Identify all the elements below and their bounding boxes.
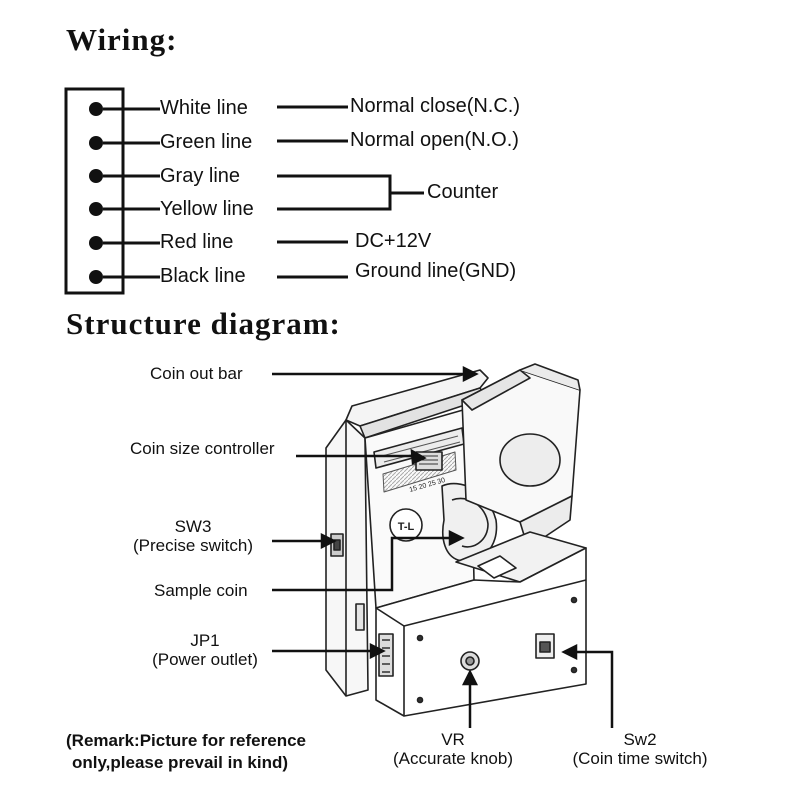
structure-heading: Structure diagram: [66,306,341,341]
jp1-connector [378,633,394,677]
pin-yellow [89,202,103,216]
counter-label: Counter [427,181,499,203]
wire-white-label: White line [160,97,248,119]
pin-black [89,270,103,284]
sample-coin-label: Sample coin [154,581,248,600]
wire-green-label: Green line [160,131,253,153]
leader-sw2 [572,650,614,728]
function-dc12v-label: DC+12V [355,230,432,252]
wire-red-label: Red line [160,231,234,253]
remark-line2: only,please prevail in kind) [72,753,289,772]
remark-line1: (Remark:Picture for reference [66,731,306,750]
wire-gray-label: Gray line [160,165,241,187]
pin-green [89,136,103,150]
wire-black-label: Black line [160,265,246,287]
function-nc-label: Normal close(N.C.) [350,95,521,117]
sensor-window [499,433,561,487]
remark-note: (Remark:Picture for reference only,pleas… [66,730,306,774]
vr-sublabel: (Accurate knob) [393,749,513,768]
coin-out-bar-label: Coin out bar [150,364,243,383]
lower-box [375,547,587,717]
vr-label: VR [441,730,465,749]
function-gnd-label: Ground line(GND) [355,260,517,282]
coin-size-controller-label: Coin size controller [130,439,275,458]
wire-yellow-label: Yellow line [160,198,254,220]
connector-block [64,87,125,295]
back-plate [325,419,369,697]
device-logo-text: T-L [398,521,415,533]
jp1-label-group: JP1 (Power outlet) [138,631,272,669]
sw2-label-group: Sw2 (Coin time switch) [552,730,728,768]
sw2-label: Sw2 [623,730,657,749]
jp1-label: JP1 [190,631,220,650]
pin-gray [89,169,103,183]
sw3-label-group: SW3 (Precise switch) [118,517,268,555]
pin-white [89,102,103,116]
sw2-sublabel: (Coin time switch) [572,749,708,768]
pin-red [89,236,103,250]
wiring-heading: Wiring: [66,22,178,57]
logo-circle [389,508,423,542]
function-no-label: Normal open(N.O.) [350,129,519,151]
sw3-sublabel: (Precise switch) [133,536,253,555]
leader-sample-coin [272,536,452,592]
jp1-sublabel: (Power outlet) [152,650,258,669]
sw3-label: SW3 [174,517,212,536]
vr-label-group: VR (Accurate knob) [378,730,528,768]
